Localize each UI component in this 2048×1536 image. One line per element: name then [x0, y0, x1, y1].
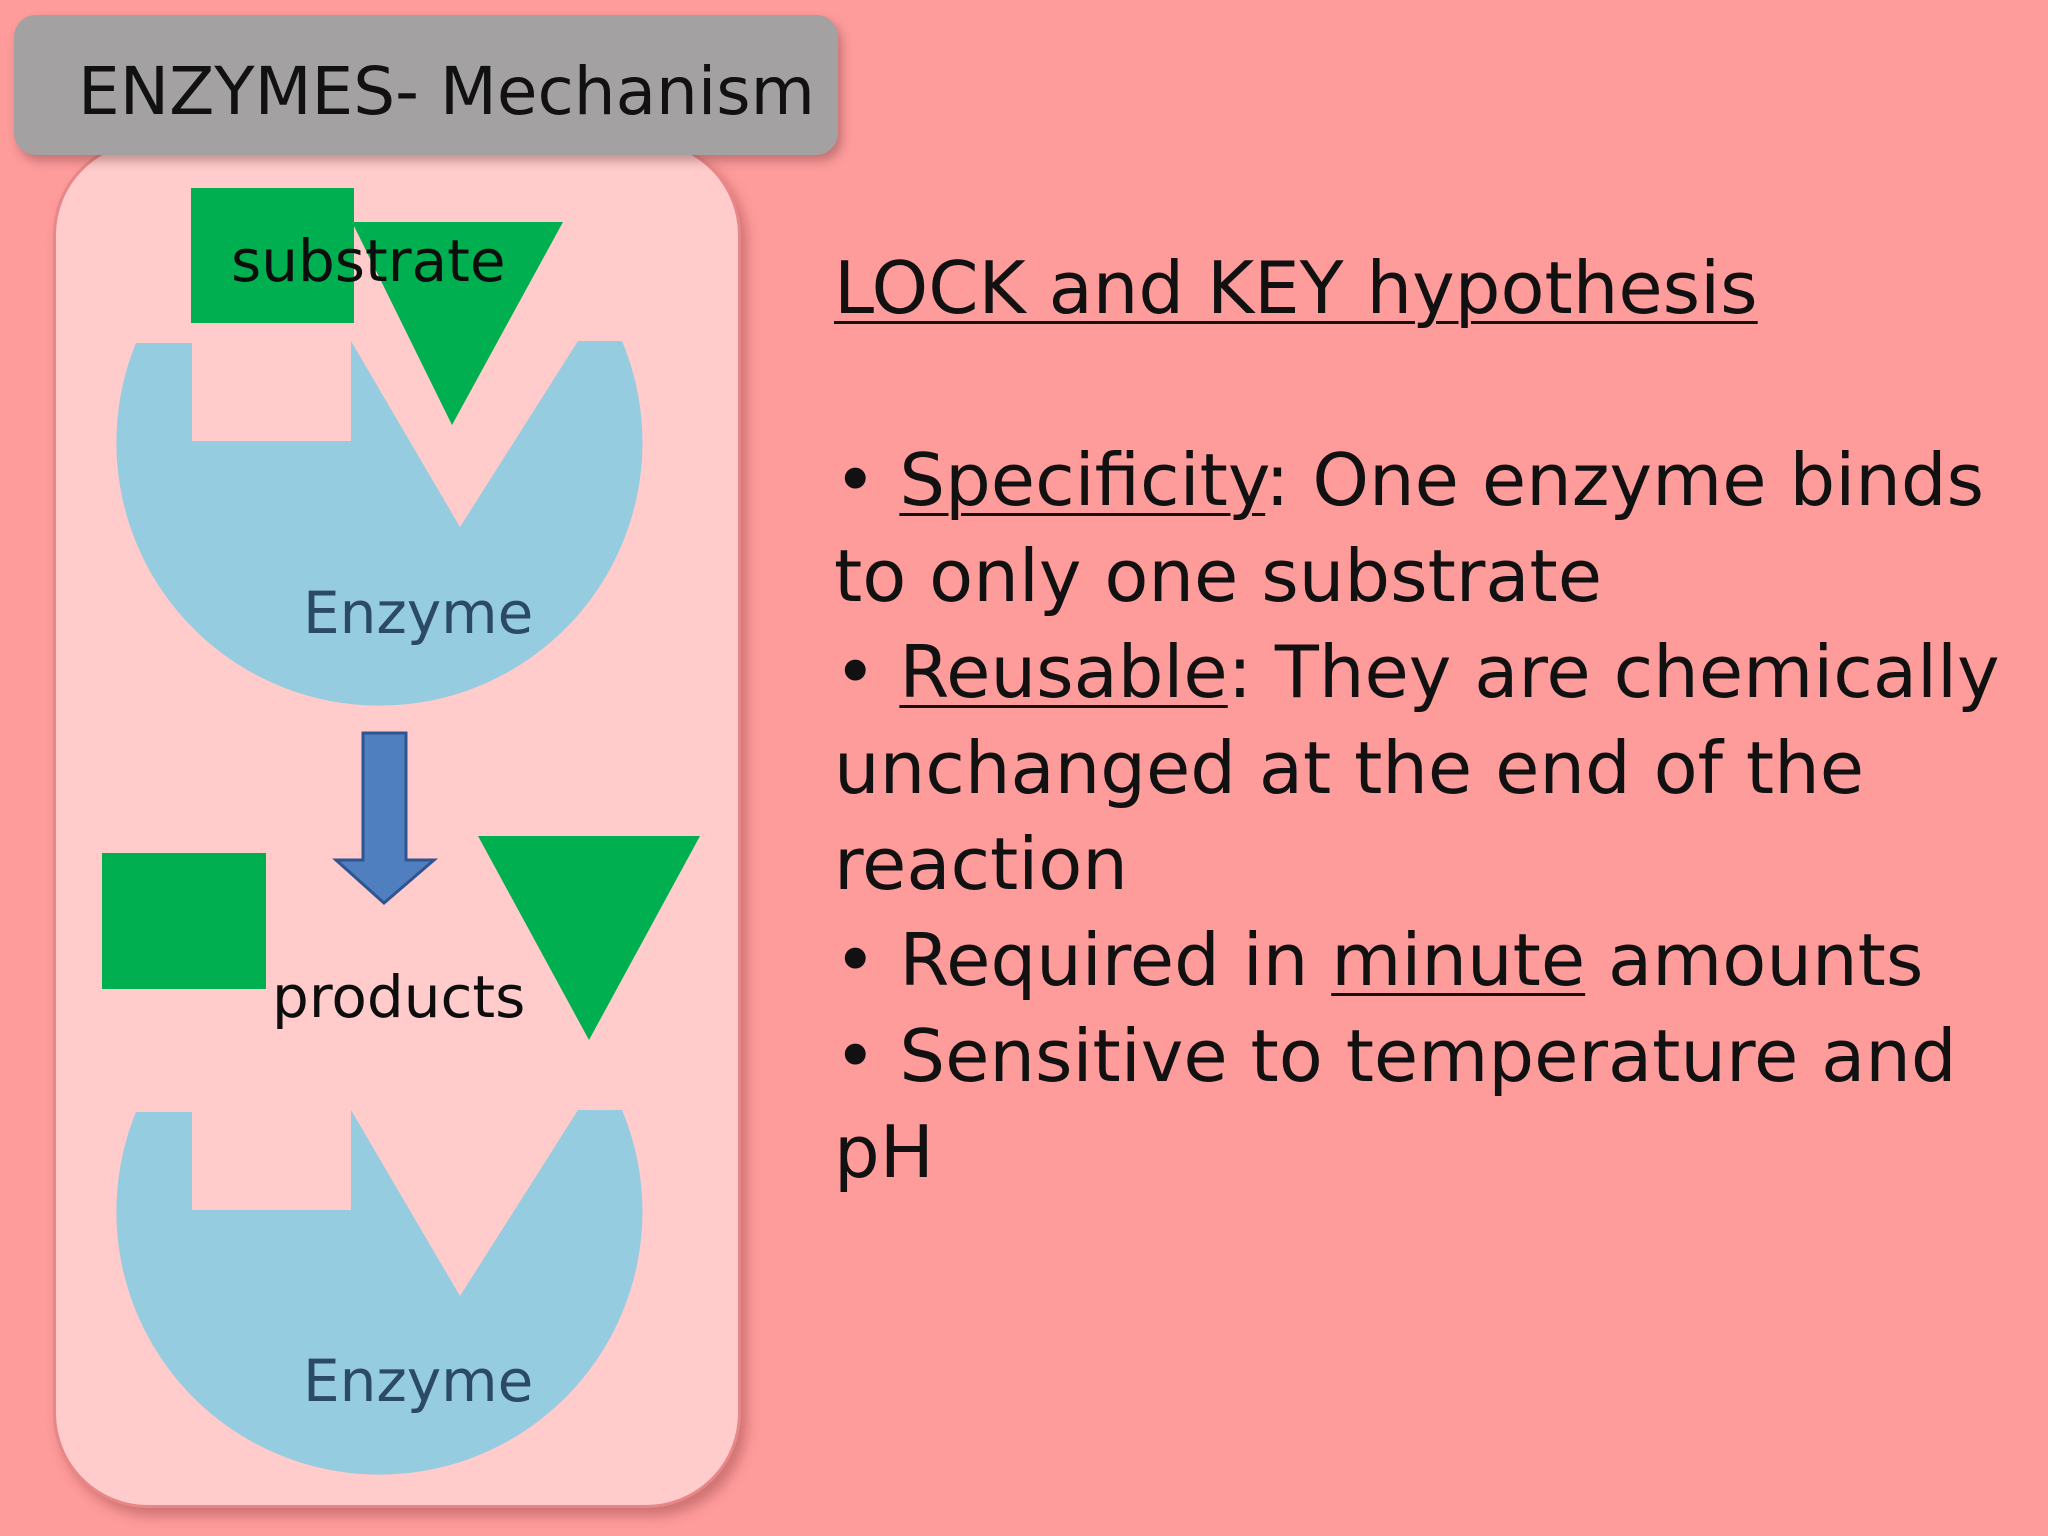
down-arrow — [332, 731, 439, 905]
content-text: LOCK and KEY hypothesis • Specificity: O… — [834, 240, 2014, 1200]
bullet-item-reusable: • Reusable: They are chemically unchange… — [834, 630, 2000, 906]
enzyme-label-bottom: Enzyme — [303, 1347, 534, 1415]
substrate-triangle-top — [352, 222, 563, 425]
enzyme-shape-top — [116, 341, 643, 706]
term-specificity: Specificity — [899, 438, 1266, 522]
product-triangle — [478, 836, 700, 1040]
title-box: ENZYMES- Mechanism — [14, 15, 838, 155]
bullet-item-sensitive: • Sensitive to temperature and pH — [834, 1014, 1957, 1194]
section-heading: LOCK and KEY hypothesis — [834, 246, 1758, 330]
term-reusable: Reusable — [899, 630, 1228, 714]
slide-title: ENZYMES- Mechanism — [78, 53, 815, 130]
substrate-label: substrate — [231, 227, 506, 295]
substrate-square-top — [191, 188, 354, 323]
enzyme-shape-bottom — [116, 1110, 643, 1475]
products-label: products — [272, 963, 526, 1031]
term-minute: minute — [1331, 918, 1586, 1002]
enzyme-label-top: Enzyme — [303, 579, 534, 647]
bullet-item-specificity: • Specificity: One enzyme binds to only … — [834, 438, 1985, 618]
product-square — [102, 853, 266, 989]
bullet-item-minute: • Required in minute amounts — [834, 918, 1924, 1002]
